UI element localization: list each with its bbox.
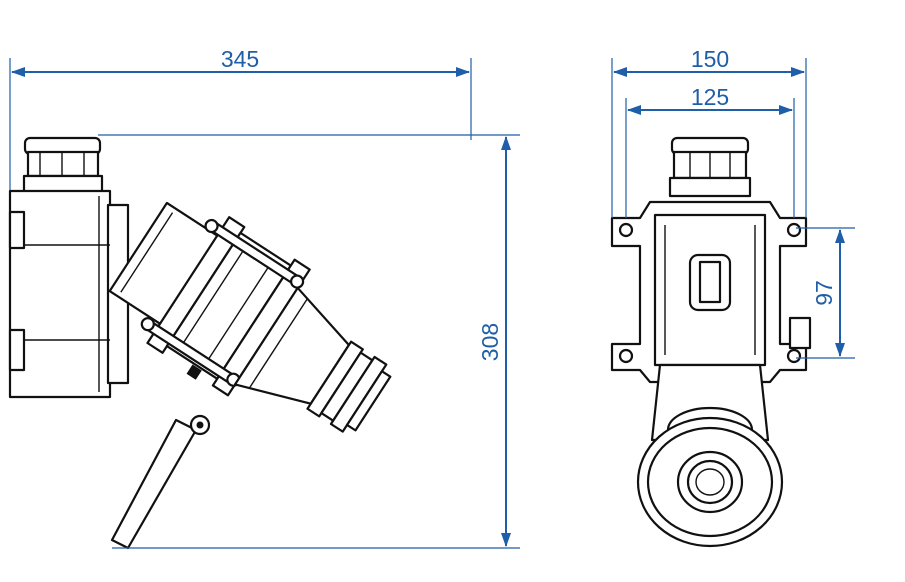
- front-cable-gland: [668, 136, 752, 198]
- dimension-label-front-outer-width: 150: [691, 46, 729, 72]
- dimension-lines: 345 308 150 125 97: [9, 46, 855, 549]
- dimension-label-side-width: 345: [221, 46, 259, 72]
- side-angled-connector: [108, 201, 392, 433]
- side-hinged-lid: [110, 414, 211, 550]
- front-enclosure: [610, 200, 812, 384]
- dimension-label-side-height: 308: [477, 323, 503, 361]
- side-enclosure-box: [8, 189, 130, 399]
- front-socket: [636, 363, 784, 548]
- dimension-label-front-mount-spacing: 97: [811, 280, 837, 306]
- front-view: [610, 136, 812, 548]
- side-view: [8, 136, 392, 550]
- dimension-label-front-inner-width: 125: [691, 84, 729, 110]
- side-cable-gland: [22, 136, 104, 194]
